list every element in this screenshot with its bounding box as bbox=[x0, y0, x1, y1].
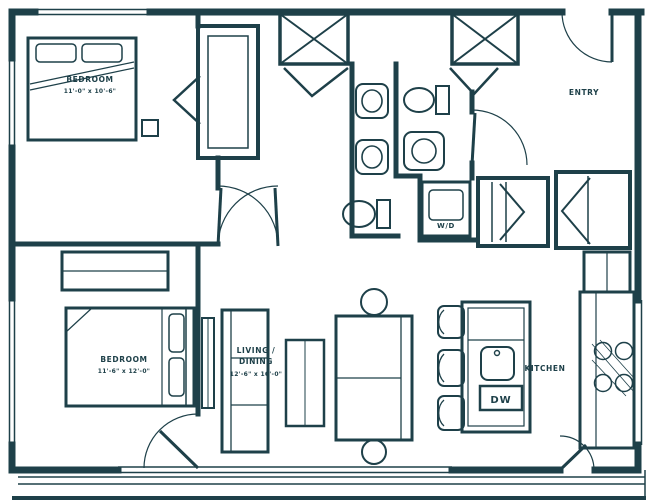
kitchen-island bbox=[460, 300, 532, 434]
dishwasher: DW bbox=[478, 384, 524, 412]
living-dining-dims: 12'-6" x 16'-0" bbox=[230, 371, 283, 378]
toilet-b bbox=[342, 199, 391, 229]
bedroom-bottom-dims: 11'-6" x 12'-0" bbox=[98, 368, 151, 375]
tv-console bbox=[201, 317, 215, 409]
terrace-railing bbox=[12, 470, 646, 500]
coffee-table bbox=[284, 338, 326, 428]
bed-top bbox=[26, 36, 138, 142]
bath-sink bbox=[403, 131, 445, 171]
washer-dryer-label: W/D bbox=[437, 222, 455, 230]
bedroom-top-door bbox=[216, 185, 279, 247]
vanity-sink-2 bbox=[355, 139, 389, 175]
vanity-sink-1 bbox=[355, 83, 389, 119]
dresser bbox=[60, 250, 170, 292]
shower-a-door bbox=[283, 67, 349, 98]
bedroom-top-label: BEDROOM bbox=[66, 75, 113, 84]
hall-door bbox=[470, 109, 528, 166]
bedroom-top-closet bbox=[196, 24, 260, 160]
terrace-door bbox=[558, 435, 595, 472]
bar-stools bbox=[437, 305, 465, 431]
bed-bottom bbox=[64, 306, 196, 408]
hall-closet-right bbox=[554, 170, 632, 250]
interior-walls bbox=[9, 9, 477, 417]
side-tables bbox=[360, 288, 388, 465]
entry-door bbox=[561, 11, 614, 63]
entry-label: ENTRY bbox=[569, 88, 599, 97]
shower-a bbox=[278, 12, 350, 66]
kitchen-label: KITCHEN bbox=[524, 364, 565, 373]
shower-b-door bbox=[449, 67, 499, 96]
bath-door bbox=[217, 185, 280, 247]
cooktop bbox=[591, 339, 635, 397]
washer-dryer: W/D bbox=[420, 180, 472, 238]
bedroom-bottom-label: BEDROOM bbox=[100, 355, 147, 364]
refrigerator bbox=[582, 250, 632, 294]
kitchen-counter bbox=[578, 290, 636, 450]
sofa bbox=[334, 314, 414, 442]
dishwasher-label: DW bbox=[490, 395, 511, 406]
living-dining-label-line1: LIVING / bbox=[237, 346, 276, 355]
room-labels: BEDROOM 11'-0" x 10'-6" BEDROOM 11'-6" x… bbox=[64, 75, 599, 378]
hall-closet-right-door bbox=[560, 177, 591, 245]
bedroom-top-closet-door bbox=[172, 75, 201, 125]
nightstand bbox=[141, 119, 159, 137]
hall-closet-left-door bbox=[499, 183, 526, 241]
windows bbox=[8, 8, 643, 474]
exterior-walls bbox=[8, 8, 645, 474]
bedroom-top-dims: 11'-0" x 10'-6" bbox=[64, 88, 117, 95]
loveseat bbox=[220, 308, 270, 454]
shower-b bbox=[450, 12, 520, 66]
living-dining-label-line2: DINING bbox=[239, 357, 273, 366]
toilet-a bbox=[403, 85, 450, 115]
bedroom-bottom-door bbox=[143, 413, 200, 470]
hall-closet-left bbox=[476, 176, 550, 248]
